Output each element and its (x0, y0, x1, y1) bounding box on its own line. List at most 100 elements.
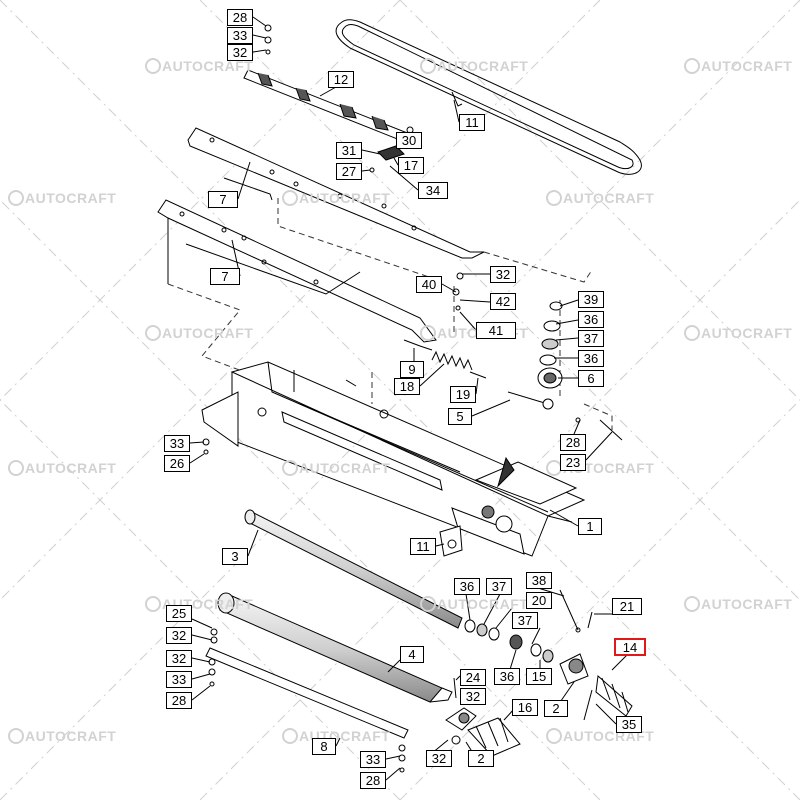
part-14-auger (583, 674, 633, 721)
watermark-logo-icon (145, 596, 161, 612)
watermark: AUTOCRAFT (145, 325, 253, 341)
callout-9[interactable]: 9 (400, 361, 424, 378)
part-3-roller (244, 509, 463, 629)
callout-36[interactable]: 36 (578, 311, 604, 328)
callout-38[interactable]: 38 (526, 572, 552, 589)
watermark: AUTOCRAFT (8, 190, 116, 206)
callout-30[interactable]: 30 (396, 132, 422, 149)
callout-37[interactable]: 37 (512, 612, 538, 629)
watermark-logo-icon (282, 728, 298, 744)
callout-8[interactable]: 8 (312, 738, 336, 755)
callout-32[interactable]: 32 (490, 266, 516, 283)
callout-33[interactable]: 33 (360, 751, 386, 768)
callout-28[interactable]: 28 (227, 9, 253, 26)
part-8-bar (205, 647, 409, 739)
callout-11[interactable]: 11 (410, 538, 436, 555)
callout-24[interactable]: 24 (460, 669, 486, 686)
bearing-stack-lower (464, 619, 554, 663)
watermark: AUTOCRAFT (420, 596, 528, 612)
callout-1[interactable]: 1 (578, 518, 602, 535)
bearing-stack-upper (539, 301, 563, 366)
left-lower-fasteners (208, 24, 464, 773)
watermark-logo-icon (546, 728, 562, 744)
part-38-pin (559, 589, 581, 633)
watermark-logo-icon (145, 58, 161, 74)
callout-36[interactable]: 36 (454, 578, 480, 595)
watermark-logo-icon (684, 596, 700, 612)
callout-21[interactable]: 21 (612, 598, 642, 615)
watermark-logo-icon (684, 325, 700, 341)
callout-16[interactable]: 16 (512, 699, 538, 716)
callout-37[interactable]: 37 (578, 330, 604, 347)
callout-28[interactable]: 28 (166, 692, 192, 709)
watermark: AUTOCRAFT (145, 596, 253, 612)
watermark-logo-icon (8, 460, 24, 476)
watermark-logo-icon (282, 190, 298, 206)
callout-11[interactable]: 11 (459, 114, 485, 131)
callout-39[interactable]: 39 (578, 291, 604, 308)
callout-25[interactable]: 25 (166, 605, 192, 622)
callout-28[interactable]: 28 (560, 434, 586, 451)
callout-18[interactable]: 18 (394, 378, 420, 395)
callout-32[interactable]: 32 (426, 750, 452, 767)
part-7-lower-plate (157, 199, 437, 343)
part-6-sprocket (537, 367, 563, 389)
part-18-spring (403, 339, 487, 379)
callout-12[interactable]: 12 (328, 71, 354, 88)
callout-32[interactable]: 32 (460, 688, 486, 705)
callout-32[interactable]: 32 (166, 650, 192, 667)
callout-27[interactable]: 27 (336, 163, 362, 180)
callout-32[interactable]: 32 (227, 44, 253, 61)
watermark: AUTOCRAFT (282, 460, 390, 476)
callout-36[interactable]: 36 (494, 668, 520, 685)
callout-37[interactable]: 37 (486, 578, 512, 595)
callout-2[interactable]: 2 (468, 750, 494, 767)
part-2-housing (559, 653, 589, 685)
part-16-auger (467, 717, 521, 757)
watermark-logo-icon (8, 728, 24, 744)
part-11-tensioner (439, 525, 463, 557)
watermark: AUTOCRAFT (546, 190, 654, 206)
callout-7[interactable]: 7 (208, 191, 238, 208)
part-5-shaft (507, 391, 554, 410)
callout-23[interactable]: 23 (560, 454, 586, 471)
callout-34[interactable]: 34 (418, 182, 448, 199)
watermark: AUTOCRAFT (145, 58, 253, 74)
watermark: AUTOCRAFT (420, 58, 528, 74)
callout-3[interactable]: 3 (222, 548, 248, 565)
callout-15[interactable]: 15 (526, 668, 552, 685)
watermark-logo-icon (546, 190, 562, 206)
callout-33[interactable]: 33 (166, 671, 192, 688)
part-24-pin (453, 677, 457, 699)
watermark: AUTOCRAFT (684, 58, 792, 74)
watermark: AUTOCRAFT (282, 190, 390, 206)
callout-4[interactable]: 4 (400, 646, 424, 663)
callout-7[interactable]: 7 (210, 268, 240, 285)
left-fasteners (202, 438, 210, 455)
callout-20[interactable]: 20 (526, 592, 552, 609)
callout-14-highlighted[interactable]: 14 (614, 638, 646, 656)
callout-35[interactable]: 35 (616, 716, 642, 733)
callout-26[interactable]: 26 (164, 455, 190, 472)
part-7-upper-plate (187, 127, 485, 259)
callout-17[interactable]: 17 (398, 157, 424, 174)
watermark: AUTOCRAFT (684, 596, 792, 612)
callout-40[interactable]: 40 (416, 276, 442, 293)
callout-19[interactable]: 19 (450, 386, 476, 403)
callout-33[interactable]: 33 (164, 435, 190, 452)
watermark: AUTOCRAFT (8, 460, 116, 476)
part-2-housing-lower (445, 707, 477, 745)
callout-42[interactable]: 42 (490, 293, 516, 310)
callout-2[interactable]: 2 (544, 700, 568, 717)
callout-33[interactable]: 33 (227, 27, 253, 44)
callout-6[interactable]: 6 (578, 370, 604, 387)
callout-31[interactable]: 31 (336, 142, 362, 159)
callout-36[interactable]: 36 (578, 350, 604, 367)
watermark-logo-icon (420, 58, 436, 74)
callout-5[interactable]: 5 (448, 408, 472, 425)
callout-28[interactable]: 28 (360, 772, 386, 789)
callout-32[interactable]: 32 (166, 627, 192, 644)
callout-41[interactable]: 41 (476, 322, 516, 339)
